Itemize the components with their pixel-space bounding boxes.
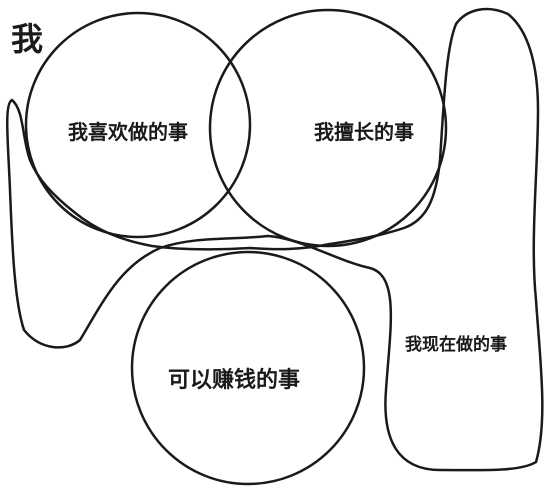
label-things-that-make-money: 可以赚钱的事 xyxy=(168,368,301,393)
circle-like xyxy=(24,11,252,239)
current-activity-blob xyxy=(6,7,544,472)
circle-good xyxy=(208,8,448,248)
label-things-im-good-at: 我擅长的事 xyxy=(314,120,414,144)
label-what-i-do-now: 我现在做的事 xyxy=(405,335,507,355)
circle-money xyxy=(130,250,366,486)
label-things-i-like: 我喜欢做的事 xyxy=(68,120,188,144)
me-title: 我 xyxy=(11,20,44,58)
